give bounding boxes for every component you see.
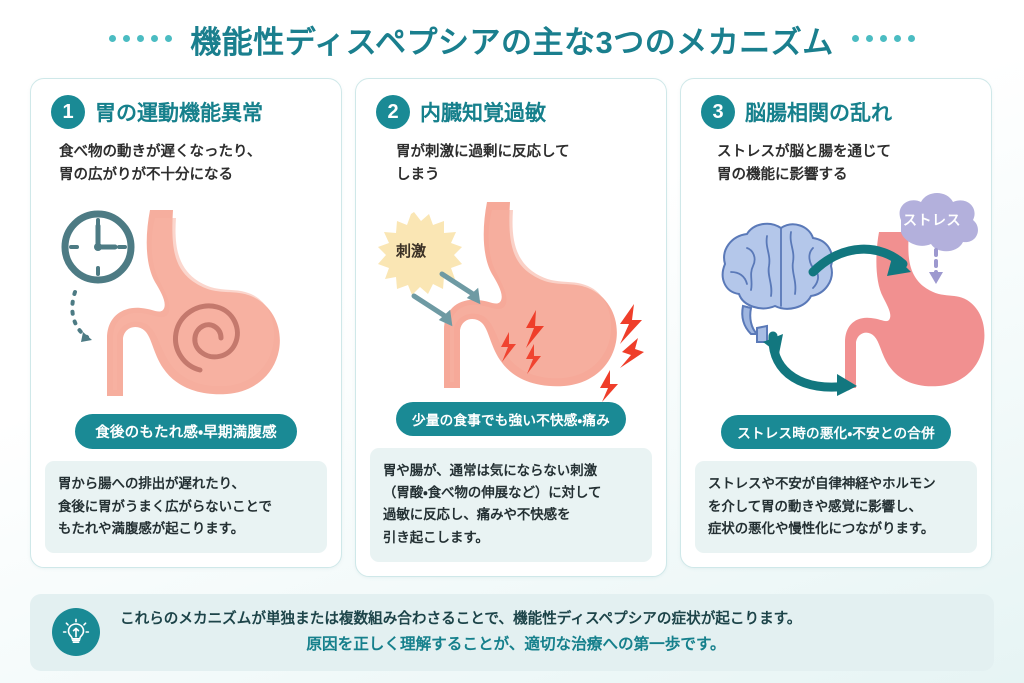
dot [109,34,117,42]
card-note: ストレスや不安が自律神経やホルモン を介して胃の動きや感覚に影響し、 症状の悪化… [695,461,977,553]
dot [879,34,887,42]
title-dots-right [851,34,915,44]
title-dots-left [109,34,173,44]
dot [165,34,173,42]
arrow-head [438,309,453,327]
mechanism-card-3: 3 脳腸相関の乱れ ストレスが脳と腸を通じて 胃の機能に影響する [680,78,992,568]
pill-container: 食後のもたれ感・早期満腹感 [45,414,327,450]
dot [865,34,873,42]
lightbulb-icon [52,608,100,657]
card-subtitle: 食べ物の動きが遅くなったり、 胃の広がりが不十分になる [59,144,262,184]
clock-icon [61,210,135,284]
card-title: 脳腸相関の乱れ [745,102,892,125]
illustration-clock-and-stomach [45,192,327,402]
dot [893,34,901,42]
arrow-head [466,287,481,305]
dashed-arrow [70,289,92,342]
page-title: 機能性ディスペプシアの主な3つのメカニズム [190,24,834,60]
dot [123,34,131,42]
card-header: 1 胃の運動機能異常 [45,95,327,129]
summary-text: これらのメカニズムが単独または複数組み合わさることで、機能性ディスペプシアの症状… [120,607,972,658]
pill-container: 少量の食事でも強い不快感・痛み [370,401,652,436]
stomach-shape [444,201,617,388]
card-header: 2 内臓知覚過敏 [370,95,652,129]
mechanism-card-list: 1 胃の運動機能異常 食べ物の動きが遅くなったり、 胃の広がりが不十分になる [0,78,1024,577]
lightning-bolt-icon [600,303,644,402]
card-title: 内臓知覚過敏 [420,102,546,125]
mechanism-card-1: 1 胃の運動機能異常 食べ物の動きが遅くなったり、 胃の広がりが不十分になる [30,78,342,568]
stomach-shape [845,231,985,388]
card-subtitle: 胃が刺激に過剰に反応して しまう [396,144,570,184]
starburst-label: 刺激 [396,242,427,260]
curved-arrow [763,331,857,396]
stress-cloud-label: ストレス [903,211,961,228]
pill-container: ストレス時の悪化・不安との合併 [695,415,977,450]
dot [137,34,145,42]
card-subtitle: ストレスが脳と腸を通じて 胃の機能に影響する [717,144,891,184]
dot [851,34,859,42]
card-header: 3 脳腸相関の乱れ [695,95,977,129]
illustration-stimulus-and-pain: 刺激 [370,192,652,402]
arrow-icon [411,293,451,321]
lightning-bolt-icon [501,309,544,374]
dashed-arrow [929,247,943,284]
symptom-badge: 食後のもたれ感・早期満腹感 [75,414,297,450]
page-header: 機能性ディスペプシアの主な3つのメカニズム [0,0,1024,78]
summary-banner: これらのメカニズムが単独または複数組み合わさることで、機能性ディスペプシアの症状… [30,593,994,671]
card-number-badge: 3 [701,95,735,129]
dot [151,34,159,42]
summary-line-2: 原因を正しく理解することが、適切な治療への第一歩です。 [306,635,726,653]
card-note: 胃や腸が、通常は気にならない刺激 （胃酸・食べ物の伸展など）に対して 過敏に反応… [370,447,652,562]
card-note: 胃から腸への排出が遅れたり、 食後に胃がうまく広がらないことで もたれや満腹感が… [45,461,327,553]
symptom-badge: ストレス時の悪化・不安との合併 [721,415,951,450]
brain-icon [721,222,833,343]
summary-line-1: これらのメカニズムが単独または複数組み合わさることで、機能性ディスペプシアの症状… [120,610,802,627]
symptom-badge: 少量の食事でも強い不快感・痛み [396,401,626,436]
dot [907,34,915,42]
mechanism-card-2: 2 内臓知覚過敏 胃が刺激に過剰に反応して しまう [355,78,667,577]
illustration-brain-gut-axis: ストレス [695,192,985,402]
stress-cloud [899,192,978,252]
card-number-badge: 1 [51,95,85,129]
card-title: 胃の運動機能異常 [95,102,263,125]
curved-arrow [808,244,911,277]
card-number-badge: 2 [376,95,410,129]
arrow-icon [439,271,479,299]
spiral-swirl [173,303,240,373]
